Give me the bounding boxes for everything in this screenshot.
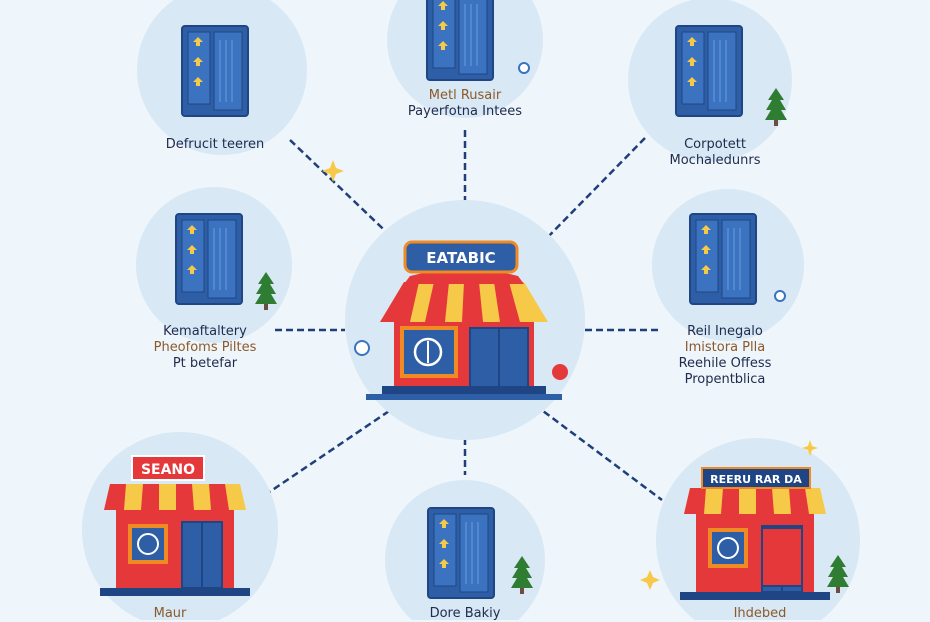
- bottom-left-label: Maur: [153, 606, 187, 621]
- bottom-right-label: Ihdebed: [733, 606, 787, 621]
- bottom-left-store-icon: [99, 483, 251, 597]
- bottom-center-cabinet-icon: [427, 507, 495, 599]
- bottom-center-label: Dore Bakiy: [429, 606, 501, 621]
- central-store-sign-text: EATABIC: [426, 249, 495, 267]
- top-right-label: Corpotett Mochaledunrs: [669, 137, 761, 168]
- central-store-sign: EATABIC: [403, 240, 519, 274]
- top-center-cabinet-icon: [426, 0, 494, 81]
- mid-left-label: Kemaftaltery Pheofoms Piltes Pt betefar: [153, 324, 257, 371]
- mid-right-label: Reil Inegalo Imistora Plla Reehile Offes…: [678, 324, 772, 387]
- top-center-label: Metl Rusair Payerfotna Intees: [407, 88, 523, 119]
- mid-right-cabinet-icon: [689, 213, 757, 305]
- sparkle-icon: [322, 160, 818, 590]
- bottom-right-store-sign-text: REERU RAR DA: [710, 473, 802, 486]
- bottom-right-red-door: [761, 527, 803, 587]
- top-left-label: Defrucit teeren: [165, 137, 265, 152]
- bottom-left-store-sign: SEANO: [131, 455, 205, 481]
- bottom-right-store-icon: [679, 487, 831, 601]
- bottom-right-store-sign: REERU RAR DA: [701, 467, 811, 489]
- mid-left-cabinet-icon: [175, 213, 243, 305]
- top-left-cabinet-icon: [181, 25, 249, 117]
- top-right-cabinet-icon: [675, 25, 743, 117]
- decor-icon: [354, 62, 786, 380]
- bottom-left-store-sign-text: SEANO: [141, 462, 195, 478]
